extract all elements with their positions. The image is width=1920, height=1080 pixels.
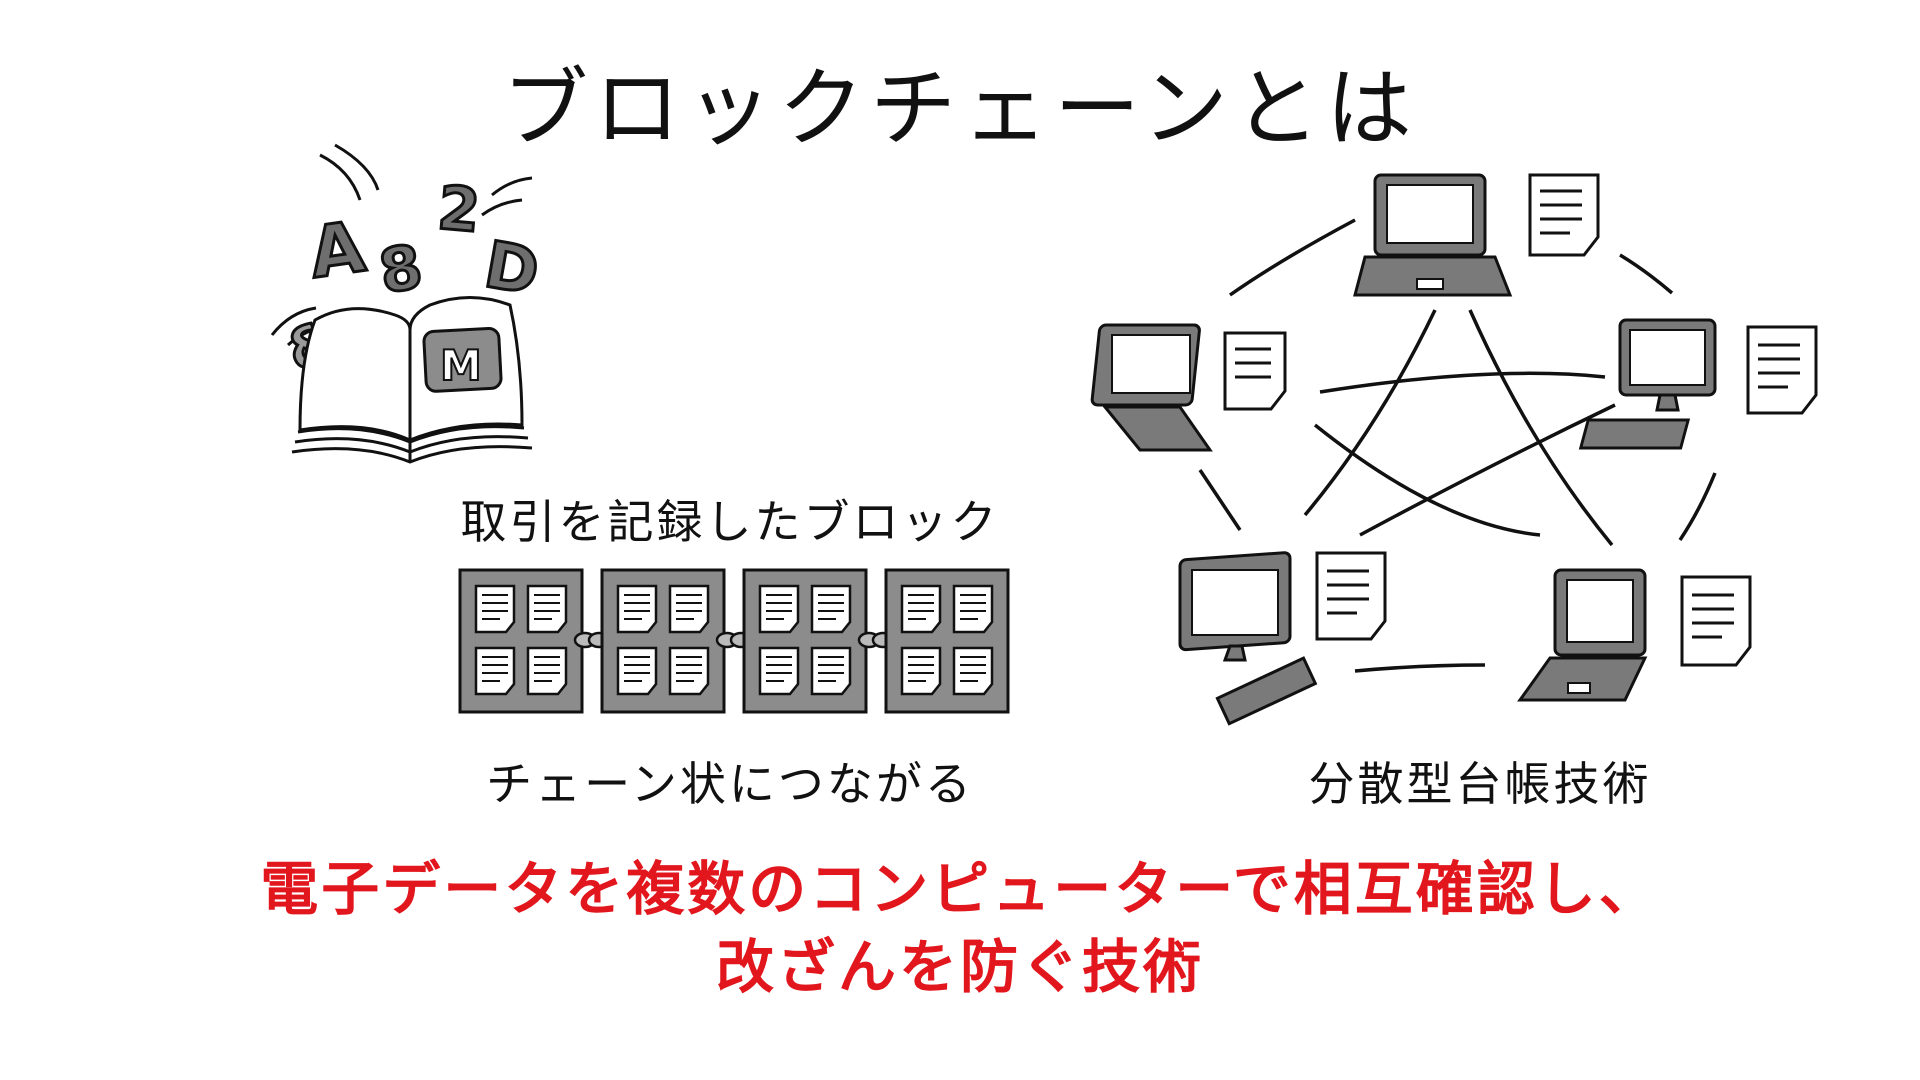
document-icon <box>616 646 658 696</box>
caption-line-1: 電子データを複数のコンピューターで相互確認し、 <box>260 855 1660 923</box>
document-icon <box>668 584 710 634</box>
document-icon <box>810 646 852 696</box>
document-icon <box>474 584 516 634</box>
open-book-icon: M <box>291 296 533 464</box>
block-label: 取引を記録したブロック <box>460 495 1000 549</box>
chain-label: チェーン状につながる <box>486 757 974 811</box>
network-label: 分散型台帳技術 <box>1308 757 1652 811</box>
network-links <box>1198 218 1717 673</box>
data-block <box>458 568 584 714</box>
document-icon <box>952 646 994 696</box>
laptop-icon <box>1517 568 1648 702</box>
document-icon <box>1315 551 1387 641</box>
document-icon <box>1746 325 1818 415</box>
distributed-network <box>1090 173 1818 726</box>
document-icon <box>758 646 800 696</box>
document-icon <box>526 646 568 696</box>
book-illustration: A 8 2 D & M <box>270 143 546 464</box>
document-icon <box>952 584 994 634</box>
chain-link-icon <box>857 631 895 649</box>
laptop-icon <box>1090 323 1213 452</box>
data-block <box>600 568 726 714</box>
document-icon <box>474 646 516 696</box>
desktop-computer-icon <box>1178 551 1318 726</box>
letter-m: M <box>440 341 482 390</box>
document-icon <box>758 584 800 634</box>
document-icon <box>616 584 658 634</box>
document-icon <box>1528 173 1600 257</box>
document-icon <box>900 584 942 634</box>
document-icon <box>668 646 710 696</box>
block-chain <box>458 568 1010 714</box>
document-icon <box>1223 331 1287 411</box>
document-icon <box>900 646 942 696</box>
data-block <box>884 568 1010 714</box>
data-block <box>742 568 868 714</box>
letter-a: A <box>305 206 370 295</box>
document-icon <box>526 584 568 634</box>
document-icon <box>810 584 852 634</box>
summary-caption: 電子データを複数のコンピューターで相互確認し、 改ざんを防ぐ技術 <box>0 850 1920 1007</box>
document-icon <box>1680 575 1752 667</box>
caption-line-2: 改ざんを防ぐ技術 <box>715 933 1204 1002</box>
letter-8: 8 <box>374 232 427 308</box>
desktop-computer-icon <box>1578 318 1717 450</box>
letter-2: 2 <box>435 173 483 246</box>
page-title: ブロックチェーンとは <box>502 59 1418 159</box>
laptop-icon <box>1353 173 1513 297</box>
